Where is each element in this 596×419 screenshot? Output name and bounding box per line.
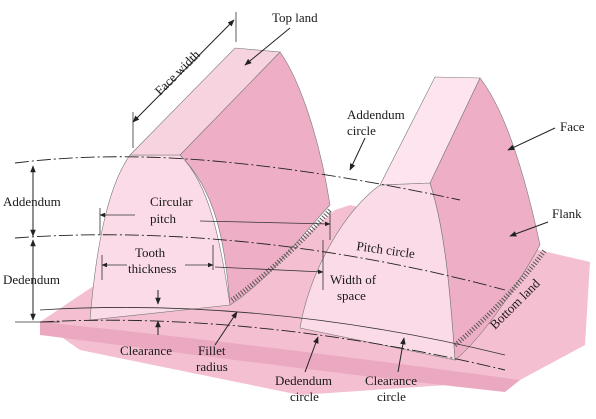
tooth-thickness-label-1: Tooth — [135, 245, 166, 260]
face-leader — [507, 127, 556, 151]
dedendum-circle-label-1: Dedendum — [275, 373, 332, 388]
tooth2-face — [299, 182, 456, 361]
top-land-leader — [244, 27, 291, 66]
clearance-label: Clearance — [120, 343, 172, 358]
clearance-circle-label-2: circle — [377, 389, 406, 404]
dedendum-label: Dedendum — [3, 272, 60, 287]
face-width-dim — [132, 19, 235, 123]
dedendum-circle-line — [39, 319, 506, 371]
addendum-circle-line — [14, 156, 461, 201]
addendum-circle-leader — [349, 137, 366, 171]
addendum-label: Addendum — [3, 194, 61, 209]
tooth1-flank — [179, 51, 331, 306]
circular-pitch-dim-r — [199, 220, 331, 227]
clearance-circle-label-1: Clearance — [365, 373, 417, 388]
addendum-circle-label-2: circle — [347, 123, 376, 138]
dedendum-circle-label-2: circle — [290, 389, 319, 404]
circular-pitch-label-2: pitch — [150, 211, 176, 226]
tooth2-top-land — [379, 76, 481, 186]
circular-pitch-label-1: Circular — [150, 194, 193, 209]
addendum-circle-label-1: Addendum — [347, 107, 405, 122]
width-of-space-label-2: space — [337, 288, 366, 303]
face-label: Face — [560, 119, 585, 134]
fillet-radius-leader — [214, 311, 238, 346]
width-of-space-label-1: Width of — [330, 272, 377, 287]
clearance-circle-line — [39, 307, 506, 356]
width-of-space-dim — [214, 266, 324, 275]
fillet-radius-label-1: Fillet — [198, 343, 226, 358]
dedendum-circle-leader — [304, 336, 319, 373]
gear-base-front — [40, 322, 520, 392]
tooth-thickness-label-2: thickness — [128, 261, 176, 276]
flank-leader — [509, 221, 549, 237]
tooth1-face — [89, 154, 231, 321]
top-land-label: Top land — [272, 10, 318, 25]
pitch-circle-line — [14, 234, 506, 291]
fillet-hatch-1 — [230, 208, 332, 303]
clearance-circle-leader — [397, 337, 406, 373]
fillet-radius-label-2: radius — [196, 359, 228, 374]
flank-label: Flank — [552, 206, 582, 221]
